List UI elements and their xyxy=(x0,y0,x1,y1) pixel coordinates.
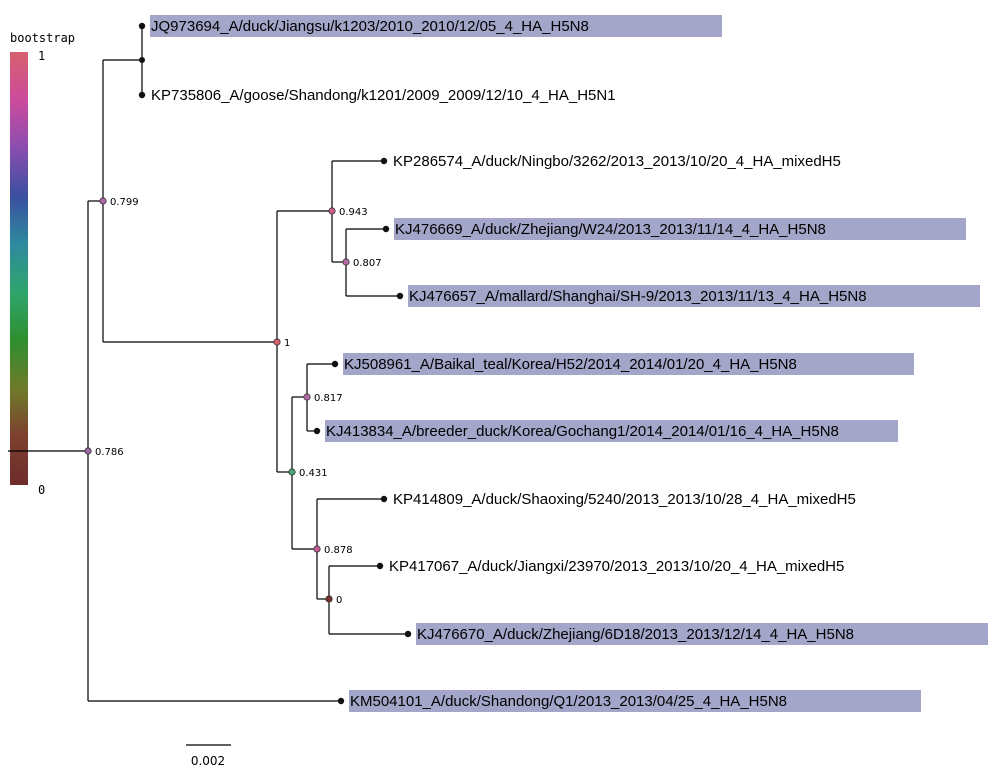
internal-node-dot xyxy=(99,197,107,205)
support-label: 0.807 xyxy=(353,258,382,269)
internal-node-dot xyxy=(325,595,333,603)
leaf-node-dot xyxy=(331,360,339,368)
legend-max-label: 1 xyxy=(38,49,45,63)
legend-title: bootstrap xyxy=(10,31,75,45)
leaf-highlight xyxy=(349,690,921,712)
leaf-node-dot xyxy=(337,697,345,705)
bootstrap-legend: bootstrap 1 0 xyxy=(10,31,75,497)
leaf-label: KJ476657_A/mallard/Shanghai/SH-9/2013_20… xyxy=(409,288,867,305)
leaf-label: KJ413834_A/breeder_duck/Korea/Gochang1/2… xyxy=(326,423,839,440)
leaf-node-dot xyxy=(380,495,388,503)
support-label: 1 xyxy=(284,338,290,349)
support-label: 0.799 xyxy=(110,197,139,208)
support-label: 0.786 xyxy=(95,447,124,458)
support-label: 0.943 xyxy=(339,207,368,218)
internal-node-dot xyxy=(313,545,321,553)
support-label: 0.878 xyxy=(324,545,353,556)
leaf-label: KP417067_A/duck/Jiangxi/23970/2013_2013/… xyxy=(389,558,844,575)
leaf-highlight xyxy=(408,285,980,307)
highlight-boxes xyxy=(150,15,988,712)
scale-bar-label: 0.002 xyxy=(191,754,225,768)
leaf-labels: JQ973694_A/duck/Jiangsu/k1203/2010_2010/… xyxy=(151,18,867,710)
legend-color-bar xyxy=(10,52,28,485)
internal-node-dot xyxy=(342,258,350,266)
leaf-node-dot xyxy=(380,157,388,165)
internal-node-dot xyxy=(328,207,336,215)
internal-node-dot xyxy=(288,468,296,476)
leaf-label: KM504101_A/duck/Shandong/Q1/2013_2013/04… xyxy=(350,693,787,710)
support-label: 0 xyxy=(336,595,342,606)
leaf-node-dot xyxy=(138,22,146,30)
leaf-node-dot xyxy=(376,562,384,570)
support-label: 0.431 xyxy=(299,468,328,479)
leaf-label: JQ973694_A/duck/Jiangsu/k1203/2010_2010/… xyxy=(151,18,589,35)
leaf-label: KP414809_A/duck/Shaoxing/5240/2013_2013/… xyxy=(393,491,856,508)
leaf-highlight xyxy=(416,623,988,645)
leaf-node-dot xyxy=(382,225,390,233)
leaf-label: KJ508961_A/Baikal_teal/Korea/H52/2014_20… xyxy=(344,356,797,373)
internal-node-dot xyxy=(273,338,281,346)
leaf-label: KP286574_A/duck/Ningbo/3262/2013_2013/10… xyxy=(393,153,841,170)
leaf-highlight xyxy=(150,15,722,37)
leaf-highlight xyxy=(325,420,898,442)
legend-min-label: 0 xyxy=(38,483,45,497)
leaf-label: KP735806_A/goose/Shandong/k1201/2009_200… xyxy=(151,87,616,104)
scale-bar: 0.002 xyxy=(186,744,231,768)
leaf-label: KJ476670_A/duck/Zhejiang/6D18/2013_2013/… xyxy=(417,626,854,643)
internal-node-dot xyxy=(84,447,92,455)
internal-node-dot xyxy=(303,393,311,401)
support-label: 0.817 xyxy=(314,393,343,404)
leaf-node-dot xyxy=(396,292,404,300)
internal-node-dot xyxy=(139,57,145,63)
leaf-node-dot xyxy=(313,427,321,435)
nodes: 0.786 0.799 1 0.943 0.807 0.817 0.431 0.878 0 xyxy=(84,22,412,705)
leaf-highlight xyxy=(343,353,914,375)
leaf-node-dot xyxy=(138,91,146,99)
leaf-label: KJ476669_A/duck/Zhejiang/W24/2013_2013/1… xyxy=(395,221,826,238)
branches xyxy=(8,26,408,702)
leaf-highlight xyxy=(394,218,966,240)
leaf-node-dot xyxy=(404,630,412,638)
